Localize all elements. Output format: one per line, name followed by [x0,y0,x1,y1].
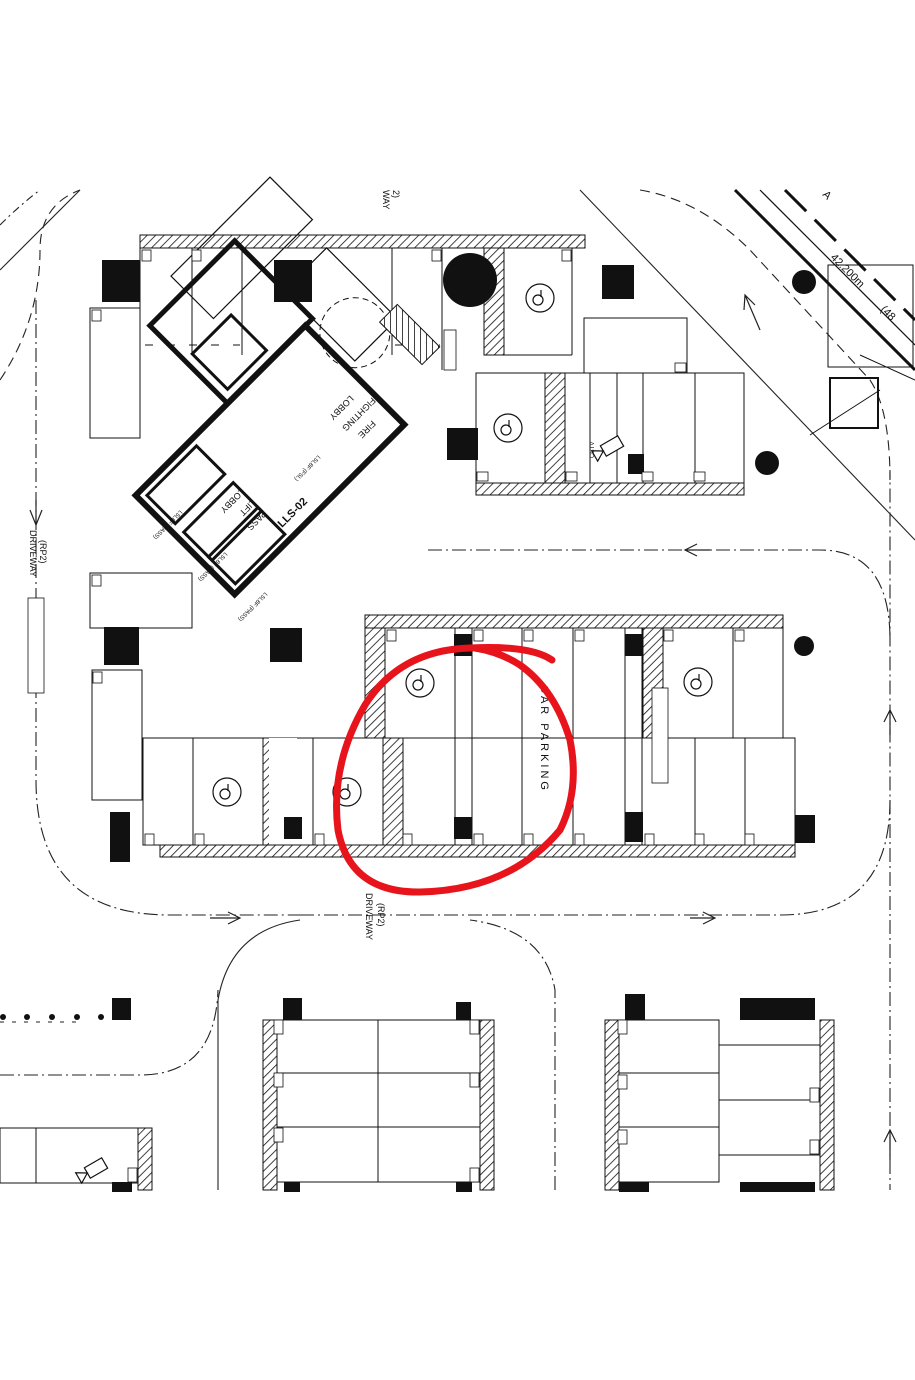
label-driveway-top-text: WAY [381,190,391,210]
wheelchair-icon [683,667,713,697]
label-chainage-suffix: (48 [878,304,898,324]
label-car-parking: CAR PARKING [538,685,550,793]
wheelchair-icon [212,777,242,807]
label-driveway-left-text: DRIVEWAY [28,530,38,577]
bay-number-tags [91,249,820,1183]
parking-lower-blocks [0,1019,835,1191]
parking-row-top [139,234,586,370]
lift-core-labels: LLS-02 PASS LIFT LOBBY FIRE FIGHTING LOB… [152,394,378,622]
bollards [0,1014,104,1020]
cctv-icons [74,434,625,1185]
driveway-lines [0,189,915,1190]
road-edge-diagonal [733,188,915,372]
accessible-parking-icons [212,283,713,807]
note-boxes [27,329,669,784]
parking-block-76-91 [142,614,796,858]
label-driveway-top-code: 2) [391,190,401,198]
label-lift-fire: L5L8F (FSL) [293,454,321,482]
boundary-structures [809,264,915,436]
cctv-camera-icon [74,1156,109,1185]
wheelchair-icon [405,668,435,698]
wheelchair-icon [493,413,523,443]
red-annotation-circle [333,644,577,896]
cctv-camera-icon [590,434,625,463]
label-lift-pass-3: L5L8F (PASS) [237,591,268,622]
structural-columns [102,253,816,1192]
label-cctv: CCTV [590,442,596,458]
wheelchair-icon [525,283,555,313]
lift-core [131,176,441,599]
parking-block-71-75 [475,317,745,496]
label-driveway-mid-text: DRIVEWAY [364,893,374,940]
flow-arrows [29,293,897,1160]
label-chainage: 42.200m [828,252,867,291]
label-road-code: A [820,189,834,203]
parking-left-column [89,307,193,801]
label-driveway-left-code: (RP2) [38,540,48,564]
label-driveway-mid-code: (RP2) [376,903,386,927]
